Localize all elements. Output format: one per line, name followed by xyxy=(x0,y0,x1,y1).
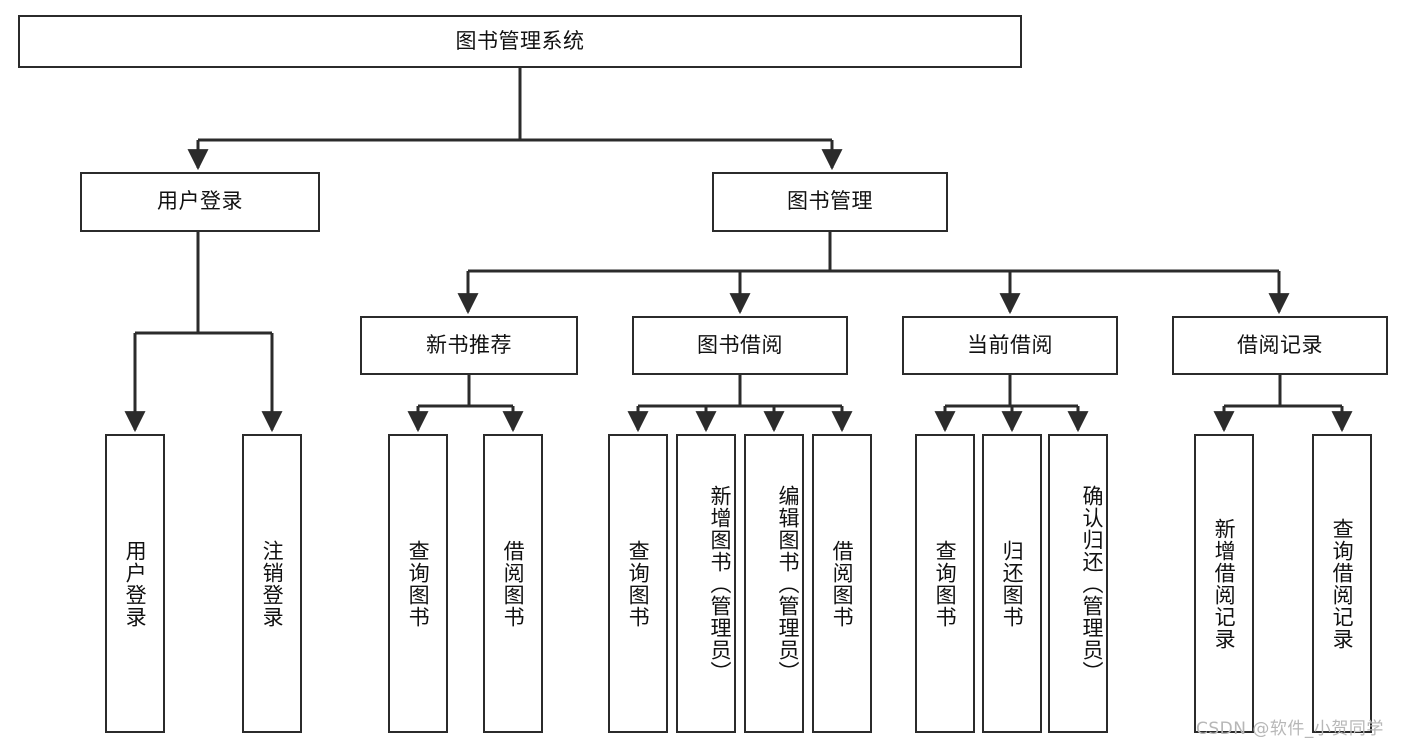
leaf-user-logout[interactable]: 注销登录 xyxy=(242,434,302,733)
leaf-newbook-borrow-book-label: 借阅图书 xyxy=(501,539,526,628)
node-current-borrow[interactable]: 当前借阅 xyxy=(902,316,1118,375)
leaf-current-query-book-label: 查询图书 xyxy=(933,539,958,628)
node-root-label: 图书管理系统 xyxy=(455,28,585,53)
leaf-borrow-query-book[interactable]: 查询图书 xyxy=(608,434,668,733)
leaf-borrow-add-book-admin[interactable]: 新增图书（管理员） xyxy=(676,434,736,733)
leaf-user-login[interactable]: 用户登录 xyxy=(105,434,165,733)
leaf-user-login-label: 用户登录 xyxy=(123,539,148,628)
leaf-borrow-lend-book[interactable]: 借阅图书 xyxy=(812,434,872,733)
node-borrow-records[interactable]: 借阅记录 xyxy=(1172,316,1388,375)
leaf-borrow-edit-book-admin-label: 编辑图书（管理员） xyxy=(776,484,800,683)
leaf-current-return-book[interactable]: 归还图书 xyxy=(982,434,1042,733)
csdn-watermark: CSDN @软件_小贺同学 xyxy=(1196,719,1384,739)
leaf-borrow-lend-book-label: 借阅图书 xyxy=(830,539,855,628)
node-book-borrow-label: 图书借阅 xyxy=(697,332,783,357)
node-user-login-label: 用户登录 xyxy=(157,189,243,214)
leaf-borrow-edit-book-admin[interactable]: 编辑图书（管理员） xyxy=(744,434,804,733)
leaf-current-query-book[interactable]: 查询图书 xyxy=(915,434,975,733)
node-book-management-label: 图书管理 xyxy=(787,189,873,214)
leaf-borrow-query-book-label: 查询图书 xyxy=(626,539,651,628)
leaf-borrow-add-book-admin-label: 新增图书（管理员） xyxy=(708,484,732,683)
leaf-records-add-record-label: 新增借阅记录 xyxy=(1212,517,1237,650)
leaf-newbook-query-book[interactable]: 查询图书 xyxy=(388,434,448,733)
leaf-current-return-book-label: 归还图书 xyxy=(1000,539,1025,628)
node-borrow-records-label: 借阅记录 xyxy=(1237,332,1323,357)
leaf-newbook-borrow-book[interactable]: 借阅图书 xyxy=(483,434,543,733)
leaf-records-query-record[interactable]: 查询借阅记录 xyxy=(1312,434,1372,733)
node-book-management[interactable]: 图书管理 xyxy=(712,172,948,232)
node-book-borrow[interactable]: 图书借阅 xyxy=(632,316,848,375)
leaf-newbook-query-book-label: 查询图书 xyxy=(406,539,431,628)
node-new-book-recommend-label: 新书推荐 xyxy=(426,332,512,357)
node-current-borrow-label: 当前借阅 xyxy=(967,332,1053,357)
node-root[interactable]: 图书管理系统 xyxy=(18,15,1022,68)
leaf-user-logout-label: 注销登录 xyxy=(260,539,285,628)
leaf-current-confirm-return-admin-label: 确认归还（管理员） xyxy=(1080,484,1104,683)
node-new-book-recommend[interactable]: 新书推荐 xyxy=(360,316,578,375)
leaf-records-query-record-label: 查询借阅记录 xyxy=(1330,517,1355,650)
node-user-login[interactable]: 用户登录 xyxy=(80,172,320,232)
leaf-current-confirm-return-admin[interactable]: 确认归还（管理员） xyxy=(1048,434,1108,733)
leaf-records-add-record[interactable]: 新增借阅记录 xyxy=(1194,434,1254,733)
